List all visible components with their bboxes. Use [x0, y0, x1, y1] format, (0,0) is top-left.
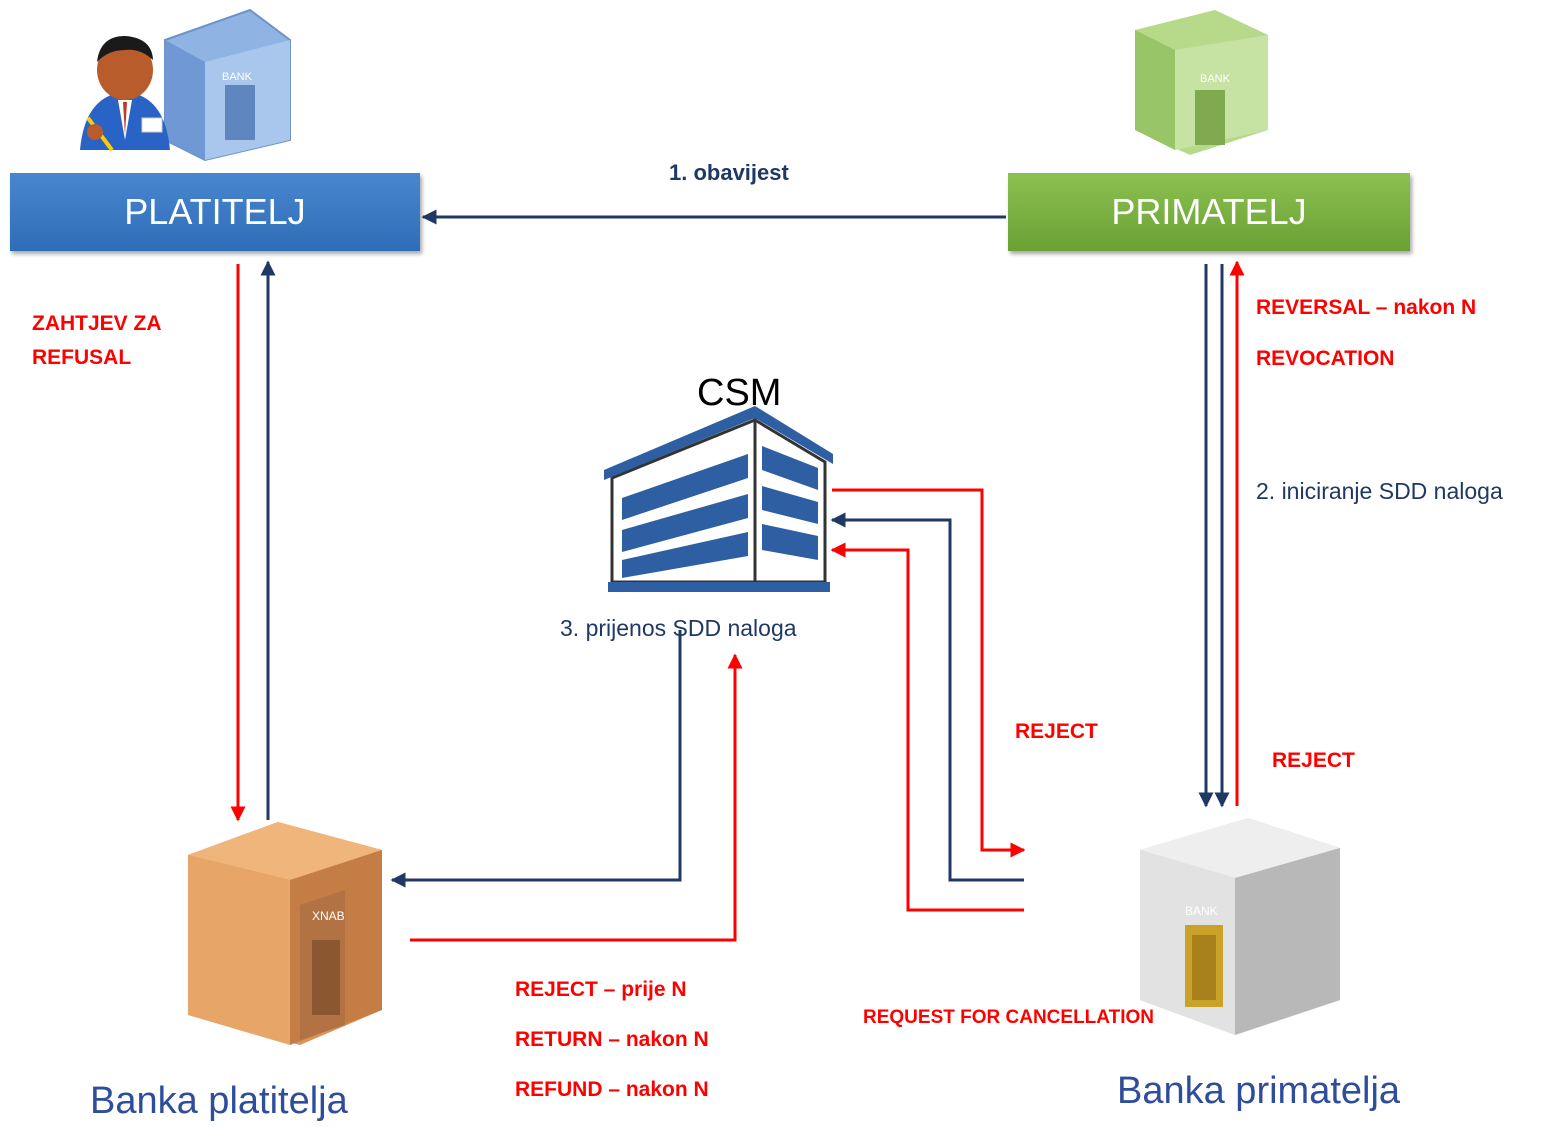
bank-sign-text: BANK [1200, 73, 1231, 85]
zahtjev-label-line2: REFUSAL [32, 346, 132, 369]
flow-obavijest-label: 1. obavijest [669, 160, 789, 185]
reject-primatelj-label: REJECT [1272, 749, 1355, 772]
bank-sign-text: BANK [222, 71, 253, 83]
primatelj-label: PRIMATELJ [1111, 191, 1307, 232]
flow-prijenos-label: 3. prijenos SDD naloga [560, 615, 797, 641]
csm-label: CSM [697, 372, 782, 414]
banka-platitelja-label: Banka platitelja [90, 1080, 348, 1122]
bank-sign-text: BANK [1185, 904, 1218, 918]
reversal-label: REVERSAL – nakon N [1256, 296, 1477, 319]
payer-bank-building-icon: ХNAB [188, 822, 382, 1045]
request-cancellation-label: REQUEST FOR CANCELLATION [863, 1007, 1154, 1028]
bank-sign-text: ХNAB [312, 909, 345, 923]
arrow-primatelj-bank-to-csm [830, 512, 1024, 882]
refund-nakon-label: REFUND – nakon N [515, 1078, 709, 1101]
arrow-reject-return-refund [410, 653, 743, 942]
csm-building-icon [604, 406, 833, 592]
person-icon [80, 36, 170, 152]
revocation-label: REVOCATION [1256, 347, 1395, 370]
reject-prije-label: REJECT – prije N [515, 978, 687, 1001]
return-nakon-label: RETURN – nakon N [515, 1028, 709, 1051]
arrow-reject-csm [832, 488, 1026, 858]
payee-bank-icon: BANK [1135, 10, 1268, 155]
payee-bank-building-icon: BANK [1140, 818, 1340, 1035]
primatelj-box: PRIMATELJ [1008, 173, 1410, 251]
arrow-request-cancellation [830, 542, 1024, 912]
platitelj-label: PLATITELJ [124, 191, 306, 232]
platitelj-box: PLATITELJ [10, 173, 420, 251]
banka-primatelja-label: Banka primatelja [1117, 1070, 1401, 1112]
payer-bank-icon: BANK [164, 8, 291, 162]
arrow-prijenos-to-payer-bank [390, 630, 682, 888]
reject-csm-label: REJECT [1015, 720, 1098, 743]
zahtjev-label-line1: ZAHTJEV ZA [32, 312, 162, 335]
flow-iniciranje-label: 2. iniciranje SDD naloga [1256, 478, 1503, 504]
